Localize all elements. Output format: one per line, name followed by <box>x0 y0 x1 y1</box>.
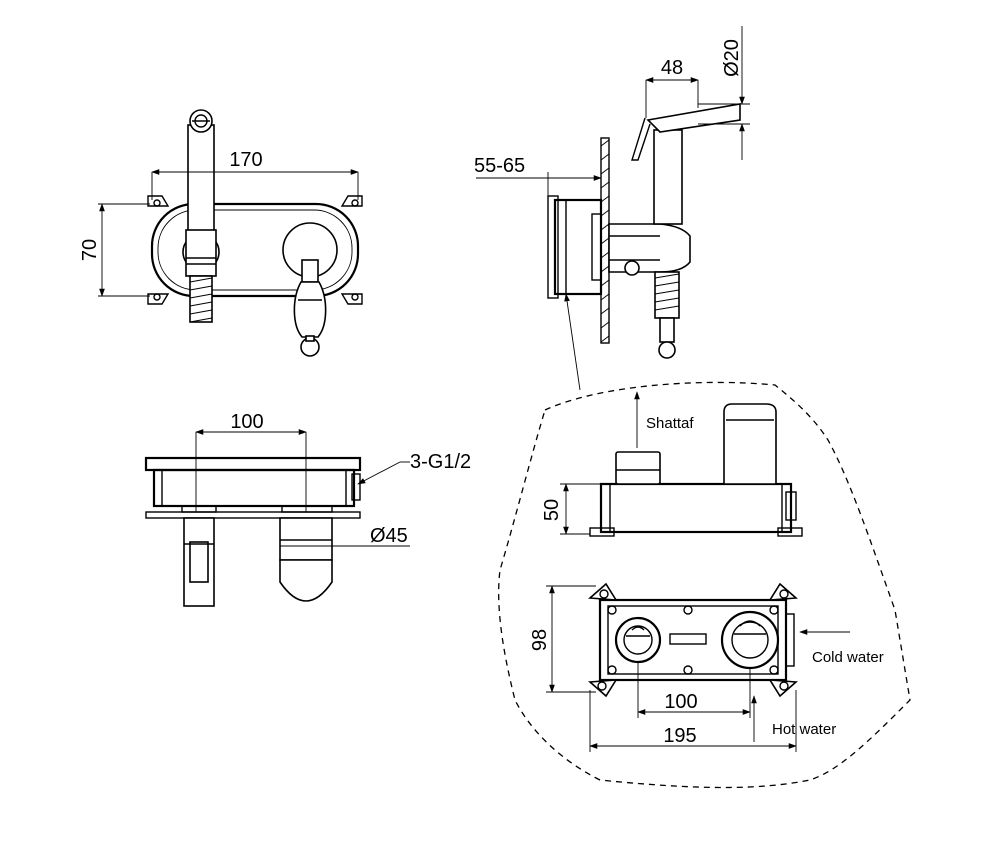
label-shattaf: Shattaf <box>646 415 694 432</box>
dim-label-thread: 3-G1/2 <box>410 451 471 473</box>
top-cover-plate <box>145 511 361 519</box>
dim-thread: 3-G1/2 <box>357 451 471 485</box>
side-view: 55-65 48 Ø20 <box>474 26 750 391</box>
front-view: 170 70 <box>79 109 363 357</box>
side-shattaf-trigger <box>631 117 651 161</box>
front-plate-bevel <box>157 209 353 291</box>
detail-cartridge-column <box>723 403 777 485</box>
detail-box-side <box>599 482 793 534</box>
front-mounting-lugs <box>147 195 363 305</box>
front-mixer-lever <box>282 222 338 357</box>
side-hose <box>654 271 680 319</box>
dim-label-195: 195 <box>663 725 696 747</box>
dim-cartridge-diameter: Ø45 <box>280 525 410 547</box>
label-cold-water: Cold water <box>812 649 884 666</box>
dim-top-spacing: 100 <box>195 411 307 512</box>
dim-label-d45: Ø45 <box>370 525 408 547</box>
concealed-box-detail: Shattaf 50 <box>498 381 911 789</box>
dim-label-d20: Ø20 <box>721 39 743 77</box>
top-lever-base <box>279 559 333 602</box>
detail-front-view: 98 100 195 Cold water Hot water <box>529 582 884 752</box>
dim-label-50: 50 <box>541 499 563 521</box>
detail-port-shattaf <box>614 616 662 664</box>
detail-side-view: Shattaf 50 <box>541 391 803 537</box>
detail-leader <box>564 293 581 391</box>
dim-projection: 55-65 <box>474 138 602 196</box>
dim-label-100-top: 100 <box>230 411 263 433</box>
dim-label-48: 48 <box>661 57 683 79</box>
dim-label-170: 170 <box>229 149 262 171</box>
side-shattaf-body <box>653 129 683 225</box>
dim-front-width: 170 <box>151 149 359 200</box>
front-shattaf-holder <box>182 109 220 323</box>
top-body <box>152 468 356 508</box>
side-shattaf-head <box>646 103 741 133</box>
side-connector <box>608 223 691 273</box>
dim-label-100-box: 100 <box>664 691 697 713</box>
dim-shattaf-offset: 48 <box>645 57 699 118</box>
lever-handle <box>293 281 327 338</box>
top-view: 100 3-G1/2 Ø45 <box>144 411 471 607</box>
detail-shattaf-outlet <box>615 451 661 485</box>
shattaf-handle <box>187 124 215 234</box>
detail-box-front <box>598 598 788 682</box>
dim-label-55-65: 55-65 <box>474 155 525 177</box>
dim-label-98: 98 <box>529 629 551 651</box>
lever-neck <box>301 259 319 283</box>
hose-connector <box>185 229 217 277</box>
top-flange <box>144 456 362 472</box>
detail-cloud-outline <box>498 381 911 789</box>
dim-shattaf-diameter: Ø20 <box>698 26 750 160</box>
top-cartridge <box>279 517 333 561</box>
dim-label-70: 70 <box>79 239 101 261</box>
dim-front-height: 70 <box>79 203 150 297</box>
side-nut <box>624 260 640 276</box>
braided-hose <box>189 275 213 323</box>
front-cover-plate <box>150 202 360 298</box>
label-hot-water: Hot water <box>772 721 836 738</box>
